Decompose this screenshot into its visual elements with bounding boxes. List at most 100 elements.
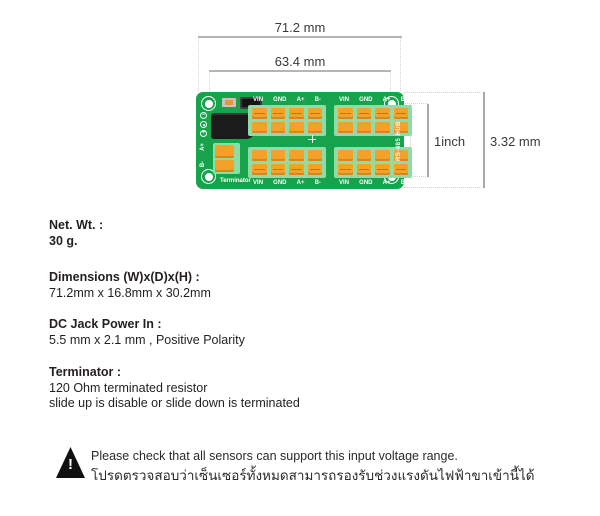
dimension-label-inner-width: 63.4 mm xyxy=(274,54,326,69)
spec-value: slide up is disable or slide down is ter… xyxy=(49,396,300,410)
extension-line xyxy=(399,176,428,177)
spec-value: 5.5 mm x 2.1 mm , Positive Polarity xyxy=(49,332,245,347)
extension-line xyxy=(400,38,401,91)
terminal-block xyxy=(334,147,412,178)
terminal-cell xyxy=(393,164,408,175)
terminal-cell xyxy=(270,164,285,175)
terminal-label: GND xyxy=(359,97,373,103)
spec-value: 120 Ohm terminated resistor xyxy=(49,380,208,395)
warning-text-english: Please check that all sensors can suppor… xyxy=(91,449,458,463)
spec-heading: DC Jack Power In : xyxy=(49,317,162,331)
extension-line xyxy=(209,72,210,99)
dimension-label-outer-height: 3.32 mm xyxy=(490,134,541,149)
terminal-cell xyxy=(270,122,285,133)
terminal-cell xyxy=(289,122,304,133)
terminal-label: VIN xyxy=(339,180,350,186)
dimension-line-outer-height xyxy=(483,92,485,188)
terminal-cell xyxy=(270,150,285,161)
terminal-cell xyxy=(375,164,390,175)
dimension-line-outer-width xyxy=(198,36,402,38)
spec-dc-jack: DC Jack Power In : 5.5 mm x 2.1 mm , Pos… xyxy=(49,317,245,348)
terminal-cell xyxy=(375,122,390,133)
smd-fuse-component xyxy=(222,98,236,107)
terminal-cell xyxy=(307,164,322,175)
side-terminal-label: A+ xyxy=(200,143,206,151)
extension-line xyxy=(399,103,428,104)
terminal-cell xyxy=(356,150,371,161)
terminal-cell xyxy=(252,122,267,133)
terminal-labels-row: VIN GND A+ B- xyxy=(248,180,326,187)
terminal-cell xyxy=(252,150,267,161)
terminal-cell xyxy=(270,108,285,119)
warning-text-thai: โปรดตรวจสอบว่าเซ็นเซอร์ทั้งหมดสามารถรองร… xyxy=(91,468,535,483)
terminal-cell xyxy=(393,108,408,119)
terminal-cell xyxy=(338,122,353,133)
terminal-label: GND xyxy=(359,180,373,186)
terminal-cell xyxy=(356,108,371,119)
terminal-label: A+ xyxy=(382,180,391,186)
terminal-label: B- xyxy=(400,97,407,103)
extension-line xyxy=(198,38,199,91)
terminal-label: B- xyxy=(314,97,321,103)
terminal-label: VIN xyxy=(253,180,264,186)
mounting-hole xyxy=(201,169,216,184)
terminal-cell xyxy=(215,159,234,172)
spec-dimensions: Dimensions (W)x(D)x(H) : 71.2mm x 16.8mm… xyxy=(49,270,211,301)
terminal-cell xyxy=(215,145,234,158)
dimension-line-inner-width xyxy=(209,70,391,72)
extension-line xyxy=(404,92,484,93)
terminal-block xyxy=(248,105,326,136)
terminal-labels-row: VIN GND A+ B- xyxy=(334,180,412,187)
terminal-cell xyxy=(393,150,408,161)
terminal-block xyxy=(334,105,412,136)
terminal-labels-row: VIN GND A+ B- xyxy=(334,97,412,104)
terminal-cell xyxy=(338,108,353,119)
terminal-cell xyxy=(307,150,322,161)
terminal-cell xyxy=(289,150,304,161)
terminal-label: A+ xyxy=(296,97,305,103)
terminal-cell xyxy=(356,122,371,133)
spec-heading: Dimensions (W)x(D)x(H) : xyxy=(49,270,200,284)
terminal-label: A+ xyxy=(296,180,305,186)
polarity-negative-icon: − xyxy=(200,112,207,119)
spec-net-weight: Net. Wt. : 30 g. xyxy=(49,218,103,249)
terminal-label: GND xyxy=(273,97,287,103)
terminal-cell xyxy=(252,108,267,119)
terminal-cell xyxy=(338,150,353,161)
polarity-positive-icon: + xyxy=(200,130,207,137)
polarity-center-pin-icon xyxy=(200,121,207,128)
center-fiducial-mark xyxy=(308,135,316,143)
terminal-label: VIN xyxy=(253,97,264,103)
extension-line xyxy=(410,104,411,177)
terminal-label: B- xyxy=(400,180,407,186)
hub-name-label: RS-485 HUB xyxy=(396,120,402,161)
terminal-cell xyxy=(375,150,390,161)
terminal-block xyxy=(248,147,326,178)
spec-heading: Net. Wt. : xyxy=(49,218,104,232)
spec-terminator: Terminator : 120 Ohm terminated resistor… xyxy=(49,365,300,412)
side-terminal-label: B- xyxy=(200,160,206,168)
spec-value: 71.2mm x 16.8mm x 30.2mm xyxy=(49,285,211,300)
dimension-label-outer-width: 71.2 mm xyxy=(274,20,326,35)
terminal-cell xyxy=(356,164,371,175)
terminal-cell xyxy=(393,122,408,133)
terminator-label: Terminator xyxy=(220,178,251,184)
terminal-cell xyxy=(307,108,322,119)
terminal-cell xyxy=(289,164,304,175)
mounting-hole xyxy=(201,96,216,111)
terminal-label: VIN xyxy=(339,97,350,103)
terminal-cell xyxy=(289,108,304,119)
terminal-cell xyxy=(307,122,322,133)
extension-line xyxy=(404,187,484,188)
terminal-cell xyxy=(375,108,390,119)
terminal-label: B- xyxy=(314,180,321,186)
side-terminal-block xyxy=(213,143,240,174)
spec-value: 30 g. xyxy=(49,233,78,248)
spec-heading: Terminator : xyxy=(49,365,121,379)
terminal-label: A+ xyxy=(382,97,391,103)
dimension-line-hole-spacing xyxy=(427,104,429,177)
dimension-label-hole-spacing: 1inch xyxy=(434,134,466,149)
terminal-cell xyxy=(252,164,267,175)
pcb-board: − + A+ B- ↑ Terminator VIN GND A+ B- VIN… xyxy=(196,92,412,189)
terminal-labels-row: VIN GND A+ B- xyxy=(248,97,326,104)
